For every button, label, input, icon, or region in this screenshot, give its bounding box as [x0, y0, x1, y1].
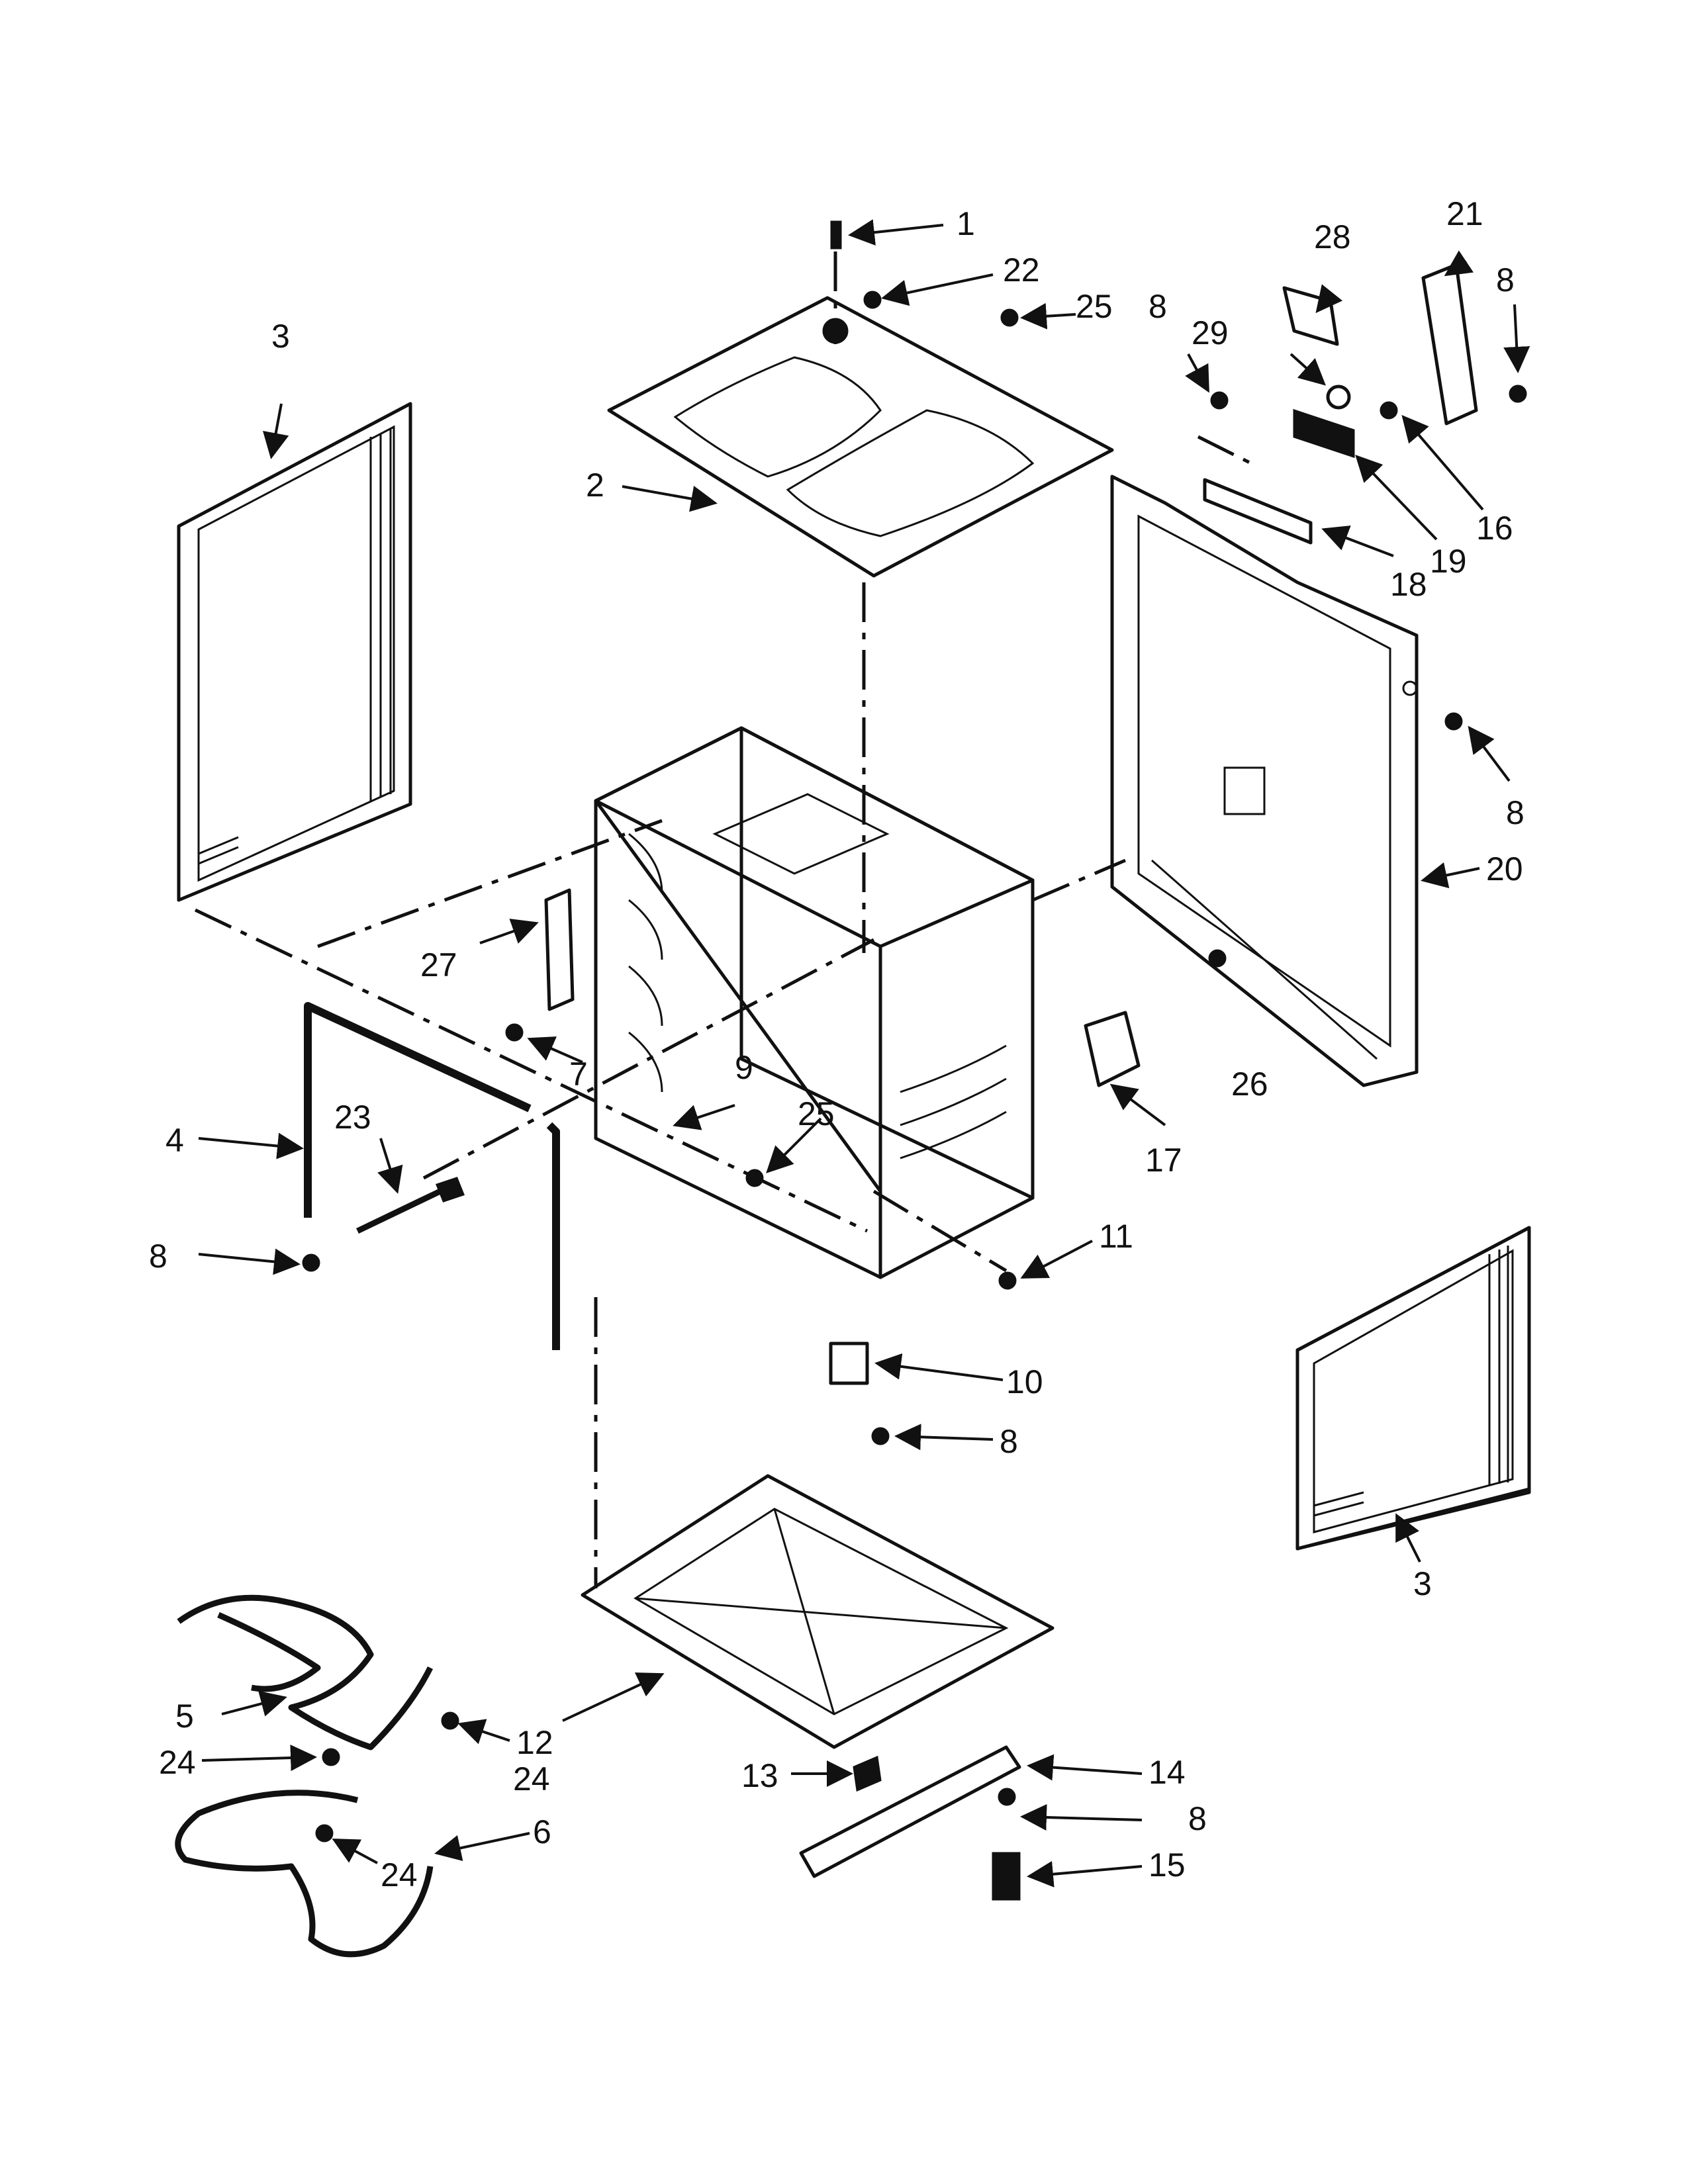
callout-20: 20: [1486, 850, 1523, 887]
grommet-29: [1326, 385, 1351, 410]
callout-9: 9: [735, 1049, 753, 1086]
callout-24-c: 24: [381, 1856, 418, 1893]
callout-8-c: 8: [1506, 794, 1524, 831]
bracket-17: [1084, 1011, 1141, 1087]
broil-element: [175, 1790, 434, 1958]
callout-23: 23: [334, 1099, 371, 1136]
leveling-leg-15: [992, 1852, 1021, 1901]
callout-25-top: 25: [1076, 288, 1113, 325]
callout-8-b: 8: [1496, 261, 1515, 298]
callout-7: 7: [569, 1056, 588, 1093]
callout-26: 26: [1231, 1066, 1268, 1103]
callout-1: 1: [957, 205, 975, 242]
side-panel-left: [177, 402, 412, 902]
callout-22: 22: [1003, 251, 1040, 289]
callout-11: 11: [1099, 1218, 1133, 1255]
sensor-23: [356, 1177, 465, 1234]
callout-19: 19: [1430, 543, 1467, 580]
callout-8-d: 8: [149, 1238, 167, 1275]
bracket-19: [1293, 408, 1355, 459]
callout-3-left: 3: [271, 318, 290, 355]
callout-3-right: 3: [1413, 1565, 1432, 1602]
support-18: [1203, 478, 1313, 545]
callout-29: 29: [1192, 314, 1229, 351]
callout-15: 15: [1149, 1846, 1186, 1884]
callout-10: 10: [1006, 1363, 1043, 1400]
callout-13: 13: [741, 1757, 778, 1794]
callout-18: 18: [1390, 566, 1427, 603]
callout-8-a: 8: [1149, 288, 1167, 325]
side-panel-right: [1295, 1226, 1531, 1551]
callout-4: 4: [165, 1122, 184, 1159]
callout-5: 5: [175, 1698, 194, 1735]
callout-2: 2: [586, 467, 604, 504]
callout-28: 28: [1314, 218, 1351, 255]
bracket-27: [544, 888, 575, 1011]
latch-10: [829, 1342, 869, 1385]
rear-panel: [1110, 475, 1419, 1087]
callout-24-b: 24: [513, 1760, 550, 1797]
top-panel: [607, 220, 1114, 578]
rail-14: [799, 1745, 1021, 1878]
callout-6: 6: [533, 1813, 551, 1850]
callout-14: 14: [1149, 1754, 1186, 1791]
cover-21: [1421, 263, 1478, 426]
callout-24-a: 24: [159, 1744, 196, 1781]
callout-arrows: [198, 219, 1530, 1888]
callout-21: 21: [1446, 195, 1483, 232]
clip-13: [853, 1755, 882, 1792]
callout-12: 12: [516, 1724, 553, 1761]
callout-17: 17: [1145, 1142, 1182, 1179]
bake-element: [177, 1594, 434, 1751]
bottom-panel: [581, 1474, 1055, 1749]
bracket-28: [1282, 286, 1339, 346]
callout-16: 16: [1476, 510, 1513, 547]
oven-cavity: [594, 726, 1035, 1279]
callout-8-e: 8: [1000, 1423, 1018, 1460]
callout-8-f: 8: [1188, 1800, 1207, 1837]
callout-27: 27: [420, 946, 457, 983]
callout-labels: 1 22 25 2 3 28 29 8 21 8 16 19 18 8 20 2…: [149, 195, 1524, 1893]
trim-4: [304, 1002, 560, 1350]
callout-25-mid: 25: [798, 1095, 835, 1132]
